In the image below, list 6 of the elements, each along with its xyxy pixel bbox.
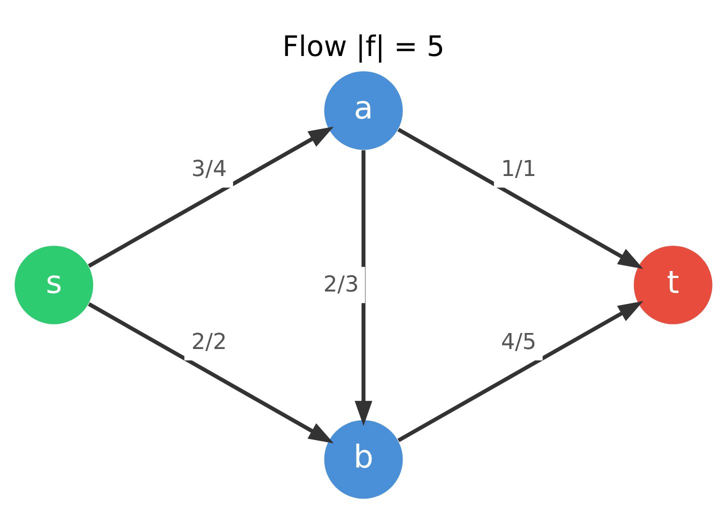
edge-label: 4/5: [501, 330, 536, 355]
edge-label: 1/1: [501, 157, 536, 182]
edge-label: 2/3: [323, 272, 359, 298]
edge-label: 2/2: [191, 330, 227, 355]
diagram-title: Flow |f| = 5: [282, 30, 445, 64]
edge-label: 3/4: [191, 157, 227, 182]
